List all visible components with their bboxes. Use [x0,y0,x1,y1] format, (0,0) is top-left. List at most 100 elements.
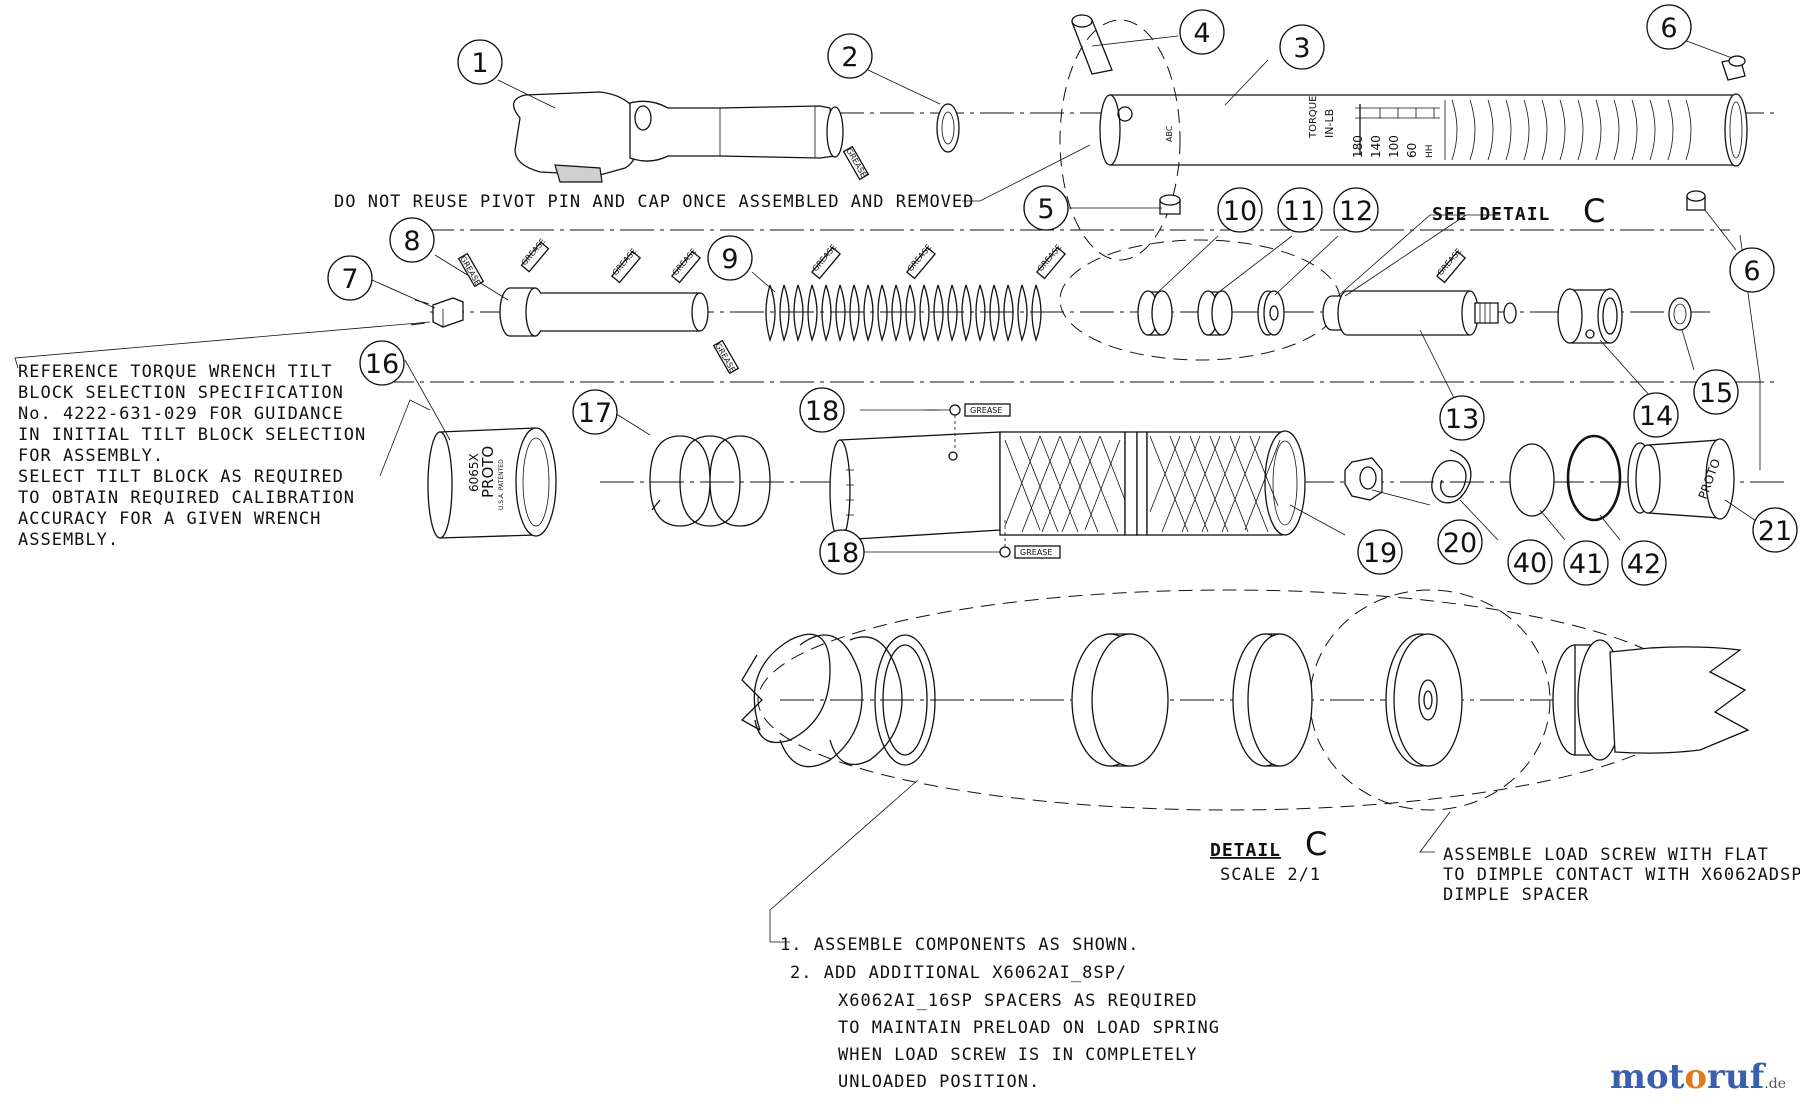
tube-scale-140: 140 [1369,135,1383,158]
callout-label: 40 [1513,548,1547,579]
assembly-step: TO MAINTAIN PRELOAD ON LOAD SPRING [838,1018,1220,1038]
callout-18a: 18 [799,387,845,433]
callout-15: 15 [1693,369,1739,415]
detail-c-dimple-spacer [1385,633,1463,767]
watermark-part1: mot [1609,1057,1685,1097]
reference-line: REFERENCE TORQUE WRENCH TILT [18,362,333,382]
detail-c-load-screw [1552,639,1750,761]
callout-42: 42 [1621,540,1667,586]
assembly-step: X6062AI_16SP SPACERS AS REQUIRED [838,991,1198,1011]
load-screw-line: DIMPLE SPACER [1443,885,1589,905]
adjust-collar [1557,288,1623,344]
grip-handle [829,430,1306,541]
reference-line: IN INITIAL TILT BLOCK SELECTION [18,425,366,445]
tilt-block-small [409,297,464,328]
washer [936,103,960,153]
detail-scale: SCALE 2/1 [1220,865,1321,885]
callout-label: 6 [1743,256,1760,287]
detail-c-spacer-2 [1232,633,1313,767]
housing-mark-origin: U.S.A. PATENTED [498,459,505,510]
load-screw-line: TO DIMPLE CONTACT WITH X6062ADSP [1443,865,1800,885]
spacers [1137,290,1285,336]
handle-tube: ABC TORQUE IN-LB 180 140 100 60 HH [1099,93,1748,167]
callout-label: 9 [721,244,738,275]
see-detail-label: SEE DETAIL [1432,204,1550,225]
callout-18b: 18 [819,529,865,575]
tube-torque-mark: TORQUE [1308,96,1319,139]
reference-line: TO OBTAIN REQUIRED CALIBRATION [18,488,355,508]
pivot-warning-note: DO NOT REUSE PIVOT PIN AND CAP ONCE ASSE… [334,192,974,212]
snap-ring [1668,297,1692,331]
callout-label: 14 [1639,401,1673,432]
grease-tag: GREASE [970,406,1002,415]
detail-c-title: DETAIL C SCALE 2/1 [1210,825,1327,885]
assembly-step: 1. ASSEMBLE COMPONENTS AS SHOWN. [780,935,1140,955]
housing-mark-brand: PROTO [479,446,497,498]
callout-21: 21 [1752,507,1798,553]
callout-label: 7 [341,264,358,295]
callout-20: 20 [1437,519,1483,565]
tube-hh-mark: HH [1425,144,1435,158]
tilt-block-housing: 6065X PROTO U.S.A. PATENTED [427,427,557,539]
callout-17: 17 [572,389,618,435]
detail-c-spring [740,633,936,768]
grease-tag: GREASE [1020,548,1052,557]
callout-3: 3 [1279,24,1325,70]
callout-label: 1 [471,48,488,79]
reference-line: FOR ASSEMBLY. [18,446,164,466]
assembly-step: WHEN LOAD SCREW IS IN COMPLETELY [838,1045,1198,1065]
callout-13: 13 [1439,395,1485,441]
pivot-caps [1159,55,1746,215]
callout-6b: 6 [1729,247,1775,293]
load-screw [1322,290,1517,336]
callout-9: 9 [707,235,753,281]
callout-label: 16 [365,349,399,380]
reference-line: ASSEMBLY. [18,530,119,550]
callout-label: 21 [1758,516,1792,547]
callout-19: 19 [1357,529,1403,575]
watermark-logo: motoruf.de [1610,1057,1786,1097]
detail-c-spacer-1 [1071,633,1169,767]
pivot-pin [1071,14,1113,75]
housing-mark-model: 6065X [467,453,481,492]
callout-41: 41 [1563,540,1609,586]
callout-label: 41 [1569,549,1603,580]
tube-scale-180: 180 [1351,135,1365,158]
callout-label: 18 [825,538,859,569]
callout-label: 20 [1443,528,1477,559]
assembly-step: 2. ADD ADDITIONAL X6062AI_8SP/ [790,963,1127,983]
callout-label: 5 [1037,194,1054,225]
thrust-disc [1509,443,1555,517]
callout-5: 5 [1023,185,1069,231]
callout-40: 40 [1507,539,1553,585]
retaining-ring [1566,434,1622,522]
see-detail-letter: C [1583,192,1605,230]
callout-label: 4 [1193,18,1210,49]
callout-label: 12 [1339,196,1373,227]
see-detail-note: SEE DETAIL C [1432,192,1605,230]
callout-4: 4 [1179,9,1225,55]
tube-unit-mark: IN-LB [1323,109,1336,138]
callout-10: 10 [1217,187,1263,233]
callout-label: 18 [805,396,839,427]
wrench-head [513,91,844,183]
end-cap: PROTO [1627,438,1735,520]
callout-8: 8 [389,217,435,263]
assembly-step: UNLOADED POSITION. [838,1072,1040,1092]
callout-2: 2 [827,33,873,79]
callout-label: 13 [1445,404,1479,435]
watermark-suffix: .de [1764,1076,1786,1092]
callout-label: 42 [1627,549,1661,580]
pivot-rod [499,287,709,337]
load-spring [765,284,1042,343]
reference-line: No. 4222-631-029 FOR GUIDANCE [18,404,344,424]
callout-14: 14 [1633,392,1679,438]
callout-label: 3 [1293,33,1310,64]
load-screw-line: ASSEMBLE LOAD SCREW WITH FLAT [1443,845,1769,865]
assembly-steps: 1. ASSEMBLE COMPONENTS AS SHOWN. 2. ADD … [780,935,1220,1092]
detail-letter: C [1305,825,1327,863]
callout-label: 15 [1699,378,1733,409]
load-screw-note: ASSEMBLE LOAD SCREW WITH FLAT TO DIMPLE … [1443,845,1800,905]
